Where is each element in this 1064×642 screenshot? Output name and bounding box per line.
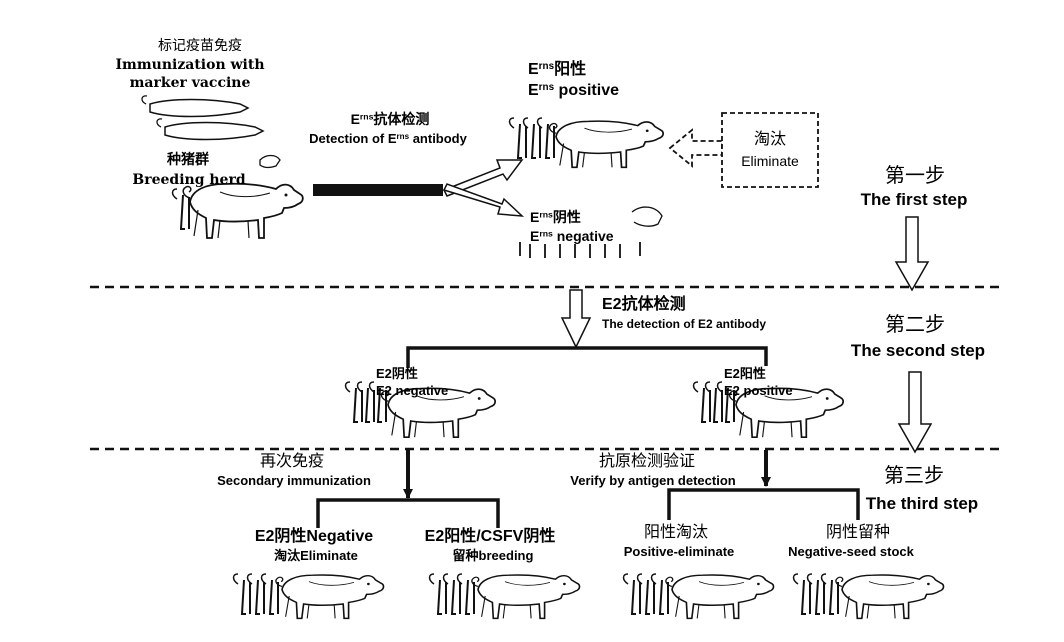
- herd-en: Breeding herd: [132, 172, 246, 188]
- outcome-pigs-2: [428, 573, 581, 620]
- erns-positive-cn: Erns阳性: [528, 61, 587, 78]
- erns-detection-cn: Erns抗体检测: [350, 111, 430, 127]
- immunization-en-line1: Immunization with: [115, 57, 265, 73]
- step2-arrow: [897, 371, 933, 454]
- e2-detection-cn: E2抗体检测: [602, 296, 686, 313]
- erns-negative-pigs: [519, 206, 663, 258]
- outcome-3-line2: Positive-eliminate: [623, 544, 735, 559]
- outcome-1-line2: 淘汰Eliminate: [274, 548, 358, 563]
- step2-en: The second step: [850, 341, 986, 360]
- step3-cn: 第三步: [884, 463, 944, 487]
- piglet: [259, 154, 281, 169]
- eliminate-arrow: [668, 128, 723, 168]
- e2-positive-en: E2 positive: [724, 383, 793, 398]
- verify-en: Verify by antigen detection: [570, 473, 736, 488]
- e2-negative-cn: E2阴性: [376, 366, 418, 381]
- vaccinated-pig-2: [156, 118, 265, 141]
- outcome-pigs-1: [232, 573, 385, 620]
- erns-detection-bar: [313, 184, 443, 196]
- step3-en: The third step: [865, 494, 979, 513]
- outcome-pigs-3: [622, 573, 775, 620]
- step1-arrow: [894, 216, 930, 292]
- secondary-immunization-cn: 再次免疫: [259, 453, 325, 470]
- secondary-branch-bracket: [316, 450, 500, 528]
- outcome-2-line2: 留种breeding: [452, 548, 534, 563]
- step2-cn: 第二步: [885, 312, 945, 336]
- outcome-3-line1: 阳性淘汰: [643, 524, 709, 541]
- step1-cn: 第一步: [885, 163, 945, 187]
- verify-branch-bracket: [667, 450, 860, 520]
- immunization-en-line2: marker vaccine: [129, 75, 251, 91]
- outcome-2-line1: E2阳性/CSFV阴性: [424, 528, 556, 545]
- secondary-immunization-en: Secondary immunization: [217, 473, 371, 488]
- erns-positive-en: Erns positive: [528, 82, 619, 99]
- immunization-cn: 标记疫苗免疫: [158, 38, 242, 54]
- erns-negative-en: Erns negative: [530, 228, 614, 244]
- erns-negative-cn: Erns阴性: [530, 209, 581, 225]
- arrow-to-negative: [442, 183, 525, 217]
- herd-cn: 种猪群: [167, 152, 209, 168]
- e2-detection-arrow: [560, 289, 592, 349]
- outcome-4-line2: Negative-seed stock: [788, 544, 914, 559]
- verify-cn: 抗原检测验证: [598, 453, 696, 470]
- eliminate-box: [721, 112, 819, 188]
- erns-detection-en: Detection of Erns antibody: [309, 131, 467, 147]
- eliminate-box-en: Eliminate: [741, 153, 799, 169]
- outcome-pigs-4: [792, 573, 945, 620]
- e2-branch-bracket: [406, 346, 768, 368]
- step1-en: The first step: [860, 190, 968, 209]
- outcome-4-line1: 阴性留种: [825, 524, 891, 541]
- e2-positive-cn: E2阳性: [724, 366, 766, 381]
- eliminate-box-cn: 淘汰: [753, 131, 787, 148]
- vaccinated-pig-1: [141, 95, 250, 118]
- outcome-1-line1: E2阴性Negative: [254, 528, 374, 545]
- e2-negative-en: E2 negative: [376, 383, 449, 398]
- breeding-herd-pig: [171, 182, 304, 239]
- erns-positive-pigs: [508, 117, 665, 169]
- e2-detection-en: The detection of E2 antibody: [602, 317, 767, 331]
